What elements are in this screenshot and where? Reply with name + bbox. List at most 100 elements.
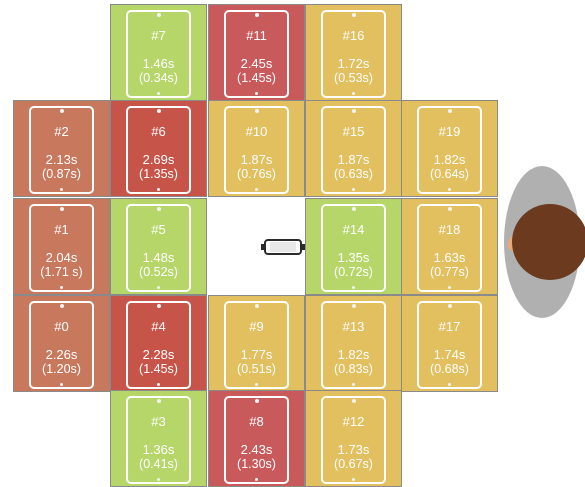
tablet-time: 1.35s xyxy=(337,250,370,265)
tablet-label: #3 xyxy=(151,414,166,429)
tablet-cell: #13 1.82s(0.83s) xyxy=(305,295,402,392)
tablet-cell: #8 2.43s(1.30s) xyxy=(208,390,305,487)
tablet-icon: #5 1.48s(0.52s) xyxy=(126,204,191,292)
tablet-camera xyxy=(59,109,64,113)
tablet-time: 2.28s xyxy=(142,347,175,362)
tablet-label: #19 xyxy=(438,124,461,139)
tablet-label: #8 xyxy=(249,414,264,429)
tablet-time: 2.69s xyxy=(142,152,175,167)
tablet-time: 2.45s xyxy=(240,56,273,71)
tablet-time: 1.46s xyxy=(142,56,175,71)
tablet-camera xyxy=(351,399,356,403)
tablet-camera xyxy=(59,304,64,308)
tablet-time-sd: (0.63s) xyxy=(334,167,373,181)
tablet-label: #5 xyxy=(151,222,166,237)
tablet-cell: #10 1.87s(0.76s) xyxy=(208,100,305,197)
tablet-label: #4 xyxy=(151,319,166,334)
tablet-cell: #19 1.82s(0.64s) xyxy=(401,100,498,197)
tablet-time-sd: (0.52s) xyxy=(139,265,178,279)
tablet-camera xyxy=(351,304,356,308)
tablet-cell: #6 2.69s(1.35s) xyxy=(110,100,207,197)
tablet-home-button xyxy=(448,286,451,289)
tablet-camera xyxy=(254,399,259,403)
tablet-cell: #11 2.45s(1.45s) xyxy=(208,4,305,101)
tablet-camera xyxy=(156,109,161,113)
tablet-home-button xyxy=(352,478,355,481)
tablet-cell: #3 1.36s(0.41s) xyxy=(110,390,207,487)
tablet-time-sd: (0.64s) xyxy=(430,167,469,181)
tablet-time-sd: (0.83s) xyxy=(334,362,373,376)
tablet-home-button xyxy=(352,286,355,289)
tablet-time: 1.72s xyxy=(337,56,370,71)
tablet-time: 1.77s xyxy=(240,347,273,362)
tablet-icon: #6 2.69s(1.35s) xyxy=(126,106,191,194)
tablet-camera xyxy=(351,13,356,17)
tablet-label: #17 xyxy=(438,319,461,334)
tablet-time: 2.13s xyxy=(45,152,78,167)
tablet-cell: #4 2.28s(1.45s) xyxy=(110,295,207,392)
tablet-time-sd: (1.45s) xyxy=(237,71,276,85)
tablet-time-sd: (1.30s) xyxy=(237,457,276,471)
tablet-label: #9 xyxy=(249,319,264,334)
tablet-home-button xyxy=(60,286,63,289)
tablet-icon: #11 2.45s(1.45s) xyxy=(224,10,289,98)
tablet-time-sd: (0.41s) xyxy=(139,457,178,471)
tablet-time: 1.87s xyxy=(240,152,273,167)
tablet-time: 1.82s xyxy=(433,152,466,167)
tablet-home-button xyxy=(352,188,355,191)
tablet-home-button xyxy=(448,188,451,191)
tablet-camera xyxy=(156,399,161,403)
tablet-time-sd: (1.35s) xyxy=(139,167,178,181)
tablet-camera xyxy=(254,13,259,17)
tablet-home-button xyxy=(255,188,258,191)
tablet-camera xyxy=(156,13,161,17)
tablet-home-button xyxy=(352,92,355,95)
tablet-camera xyxy=(447,109,452,113)
tablet-time: 2.43s xyxy=(240,442,273,457)
tablet-label: #6 xyxy=(151,124,166,139)
tablet-label: #13 xyxy=(342,319,365,334)
tablet-time-sd: (1.20s) xyxy=(42,362,81,376)
tablet-camera xyxy=(156,207,161,211)
tablet-label: #11 xyxy=(246,28,267,43)
tablet-home-button xyxy=(157,188,160,191)
tablet-camera xyxy=(59,207,64,211)
user-head-icon xyxy=(504,166,585,318)
tablet-label: #18 xyxy=(438,222,461,237)
tablet-camera xyxy=(254,109,259,113)
tablet-home-button xyxy=(60,383,63,386)
tablet-time-sd: (1.45s) xyxy=(139,362,178,376)
tablet-home-button xyxy=(352,383,355,386)
tablet-time-sd: (0.77s) xyxy=(430,265,469,279)
tablet-camera xyxy=(254,304,259,308)
tablet-time: 1.82s xyxy=(337,347,370,362)
tablet-time: 1.36s xyxy=(142,442,175,457)
tablet-camera xyxy=(447,207,452,211)
tablet-time: 1.48s xyxy=(142,250,175,265)
tablet-label: #10 xyxy=(245,124,268,139)
tablet-time: 2.26s xyxy=(45,347,78,362)
tablet-label: #2 xyxy=(54,124,69,139)
tablet-home-button xyxy=(157,92,160,95)
tablet-label: #1 xyxy=(54,222,69,237)
tablet-time-sd: (0.72s) xyxy=(334,265,373,279)
tablet-home-button xyxy=(60,188,63,191)
tablet-time-sd: (0.68s) xyxy=(430,362,469,376)
tablet-time-sd: (0.76s) xyxy=(237,167,276,181)
tablet-icon: #3 1.36s(0.41s) xyxy=(126,396,191,484)
